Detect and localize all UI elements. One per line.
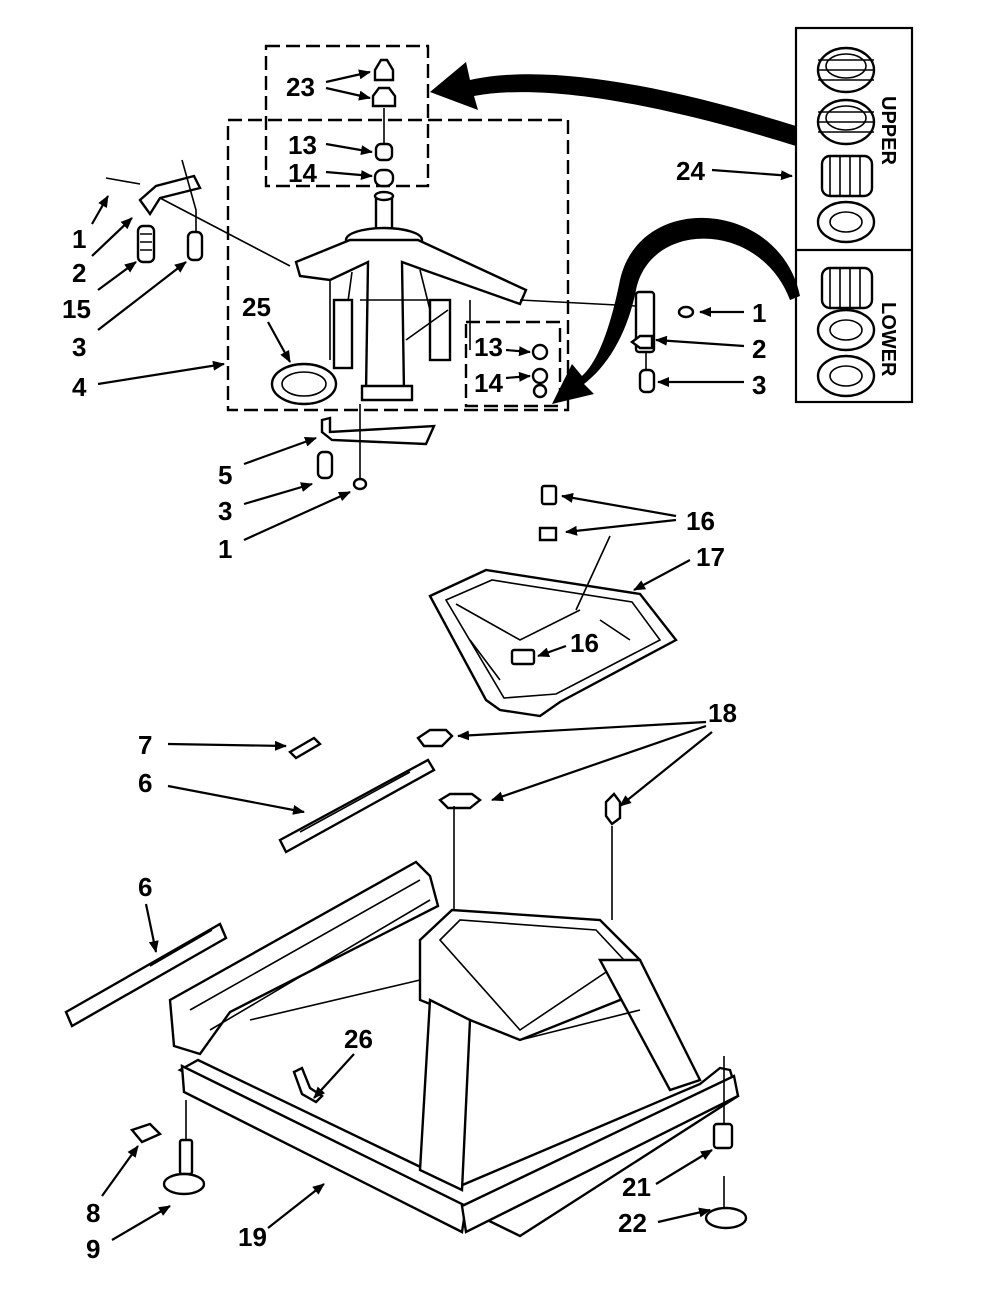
callout-9: 9	[86, 1234, 100, 1264]
left-foot	[129, 1100, 206, 1196]
callout-19: 19	[238, 1222, 267, 1252]
callout-18: 18	[708, 698, 737, 728]
callout-3-lower: 3	[218, 496, 232, 526]
suspension-assembly-box	[226, 118, 570, 412]
bearing-ring	[270, 362, 338, 406]
inset-bearings	[531, 343, 549, 399]
lower-bracket	[316, 404, 436, 491]
bracket-26	[292, 1066, 324, 1104]
pads	[510, 484, 611, 666]
callout-13-top: 13	[288, 130, 317, 160]
shaft-assembly	[294, 190, 528, 402]
callout-17: 17	[696, 542, 725, 572]
callout-8: 8	[86, 1198, 100, 1228]
right-foot	[704, 1056, 748, 1230]
upper-bearings	[816, 46, 876, 244]
callout-3-right: 3	[752, 370, 766, 400]
brace-frame	[428, 568, 678, 718]
callout-2-right: 2	[752, 334, 766, 364]
callout-numbers: 23 13 14 1 2 15 3 4 25 13 14 1 2 3 24 5 …	[62, 72, 766, 1264]
callout-6-lower: 6	[138, 872, 152, 902]
callout-26: 26	[344, 1024, 373, 1054]
kit-arrows	[430, 62, 800, 404]
callout-3-left: 3	[72, 332, 86, 362]
callout-25: 25	[242, 292, 271, 322]
left-bracket	[105, 159, 291, 267]
callout-15: 15	[62, 294, 91, 324]
callout-1-right: 1	[752, 298, 766, 328]
clutch-parts	[371, 58, 397, 188]
callout-16-lower: 16	[570, 628, 599, 658]
callout-5: 5	[218, 460, 232, 490]
callout-21: 21	[622, 1172, 651, 1202]
callout-23: 23	[286, 72, 315, 102]
callout-4: 4	[72, 372, 87, 402]
slide-lower	[64, 922, 228, 1028]
right-bracket	[519, 290, 695, 394]
leader-lines	[91, 69, 793, 1241]
inset-bearing-box	[464, 320, 562, 408]
callout-22: 22	[618, 1208, 647, 1238]
bearing-kit-box: UPPER LOWER	[794, 26, 914, 404]
callout-6-upper: 6	[138, 768, 152, 798]
lower-bearings	[816, 266, 876, 398]
callout-2-left: 2	[72, 258, 86, 288]
clips	[416, 728, 622, 920]
upper-label: UPPER	[877, 96, 899, 165]
lower-label: LOWER	[877, 302, 899, 377]
callout-24: 24	[676, 156, 705, 186]
callout-7: 7	[138, 730, 152, 760]
base-frame	[168, 860, 740, 1238]
callout-16-top: 16	[686, 506, 715, 536]
callout-1-lower: 1	[218, 534, 232, 564]
slide-upper	[278, 758, 436, 854]
callout-1-left: 1	[72, 224, 86, 254]
pin	[288, 736, 322, 760]
callout-14-top: 14	[288, 158, 317, 188]
pulley-insert-box	[264, 44, 430, 188]
callout-13-inset: 13	[474, 332, 503, 362]
callout-14-inset: 14	[474, 368, 503, 398]
